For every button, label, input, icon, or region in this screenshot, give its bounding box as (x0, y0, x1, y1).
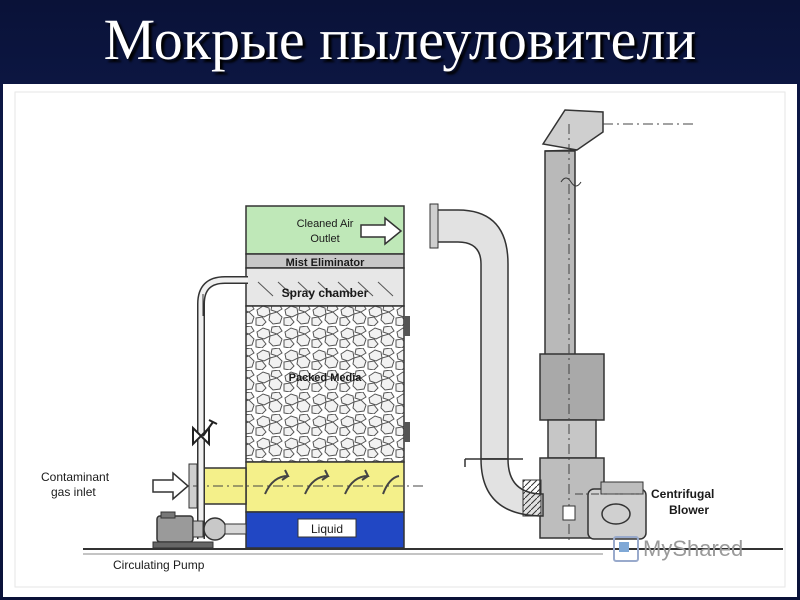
label-outlet: Outlet (310, 233, 339, 245)
label-mist-eliminator: Mist Eliminator (286, 257, 366, 269)
label-liquid: Liquid (311, 522, 343, 536)
label-contaminant: Contaminant (41, 470, 110, 484)
duct (429, 203, 544, 517)
exhaust-stack (539, 109, 693, 544)
liquid-label-box (297, 518, 357, 538)
spray-chamber-section (245, 267, 405, 307)
watermark: MyShared (613, 536, 743, 562)
diagram-panel: Cleaned Air Outlet Mist Eliminator Spray… (3, 84, 797, 597)
label-circulating-pump: Circulating Pump (113, 558, 205, 572)
centrifugal-blower (562, 481, 647, 540)
label-spray-chamber: Spray chamber (282, 286, 369, 300)
wet-scrubber-diagram: Cleaned Air Outlet Mist Eliminator Spray… (14, 91, 786, 588)
scrubber-column (245, 205, 410, 549)
label-centrifugal: Centrifugal (651, 487, 714, 501)
watermark-logo-icon (613, 536, 639, 562)
inlet-arrow-icon (152, 471, 190, 501)
outlet-arrow-icon (360, 216, 403, 246)
label-blower: Blower (669, 503, 709, 517)
packed-media-section (245, 305, 405, 463)
label-packed-media: Packed Media (289, 372, 363, 384)
upflow-arrows (264, 469, 400, 495)
watermark-text: MyShared (643, 536, 744, 561)
recirculation-pipe (192, 276, 248, 539)
label-gas-inlet: gas inlet (51, 485, 96, 499)
slide-title: Мокрые пылеуловители (103, 7, 697, 72)
label-cleaned-air: Cleaned Air (297, 218, 354, 230)
diagram-frame (14, 91, 786, 588)
circulating-pump (152, 511, 247, 549)
